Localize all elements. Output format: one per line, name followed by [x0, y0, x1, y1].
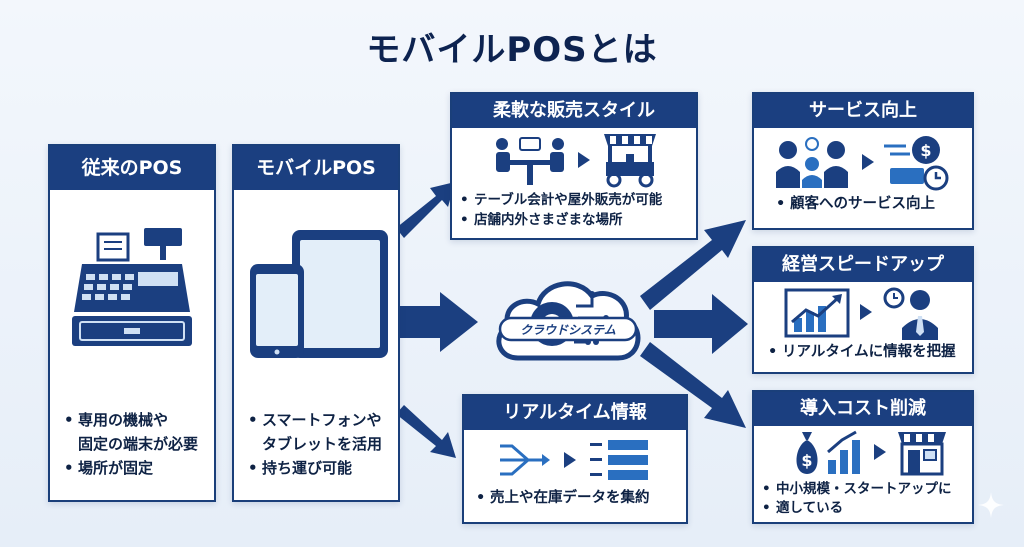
chevron-right-icon [860, 304, 872, 320]
mobile-pos-points: スマートフォンや タブレットを活用 持ち運び可能 [248, 408, 390, 480]
list-item-continuation: 適している [762, 499, 964, 518]
list-item: 店舗内外さまざまな場所 [460, 210, 688, 230]
service-up-points: 顧客へのサービス向上 [754, 194, 972, 215]
service-up-heading: サービス向上 [754, 94, 972, 128]
money-bag-icon: $ [796, 432, 818, 474]
list-item: テーブル会計や屋外販売が可能 [460, 190, 688, 210]
chevron-right-icon [874, 444, 886, 460]
page-title: モバイルPOSとは [366, 30, 658, 70]
list-item: 売上や在庫データを集約 [476, 488, 678, 509]
mobile-pos-heading: モバイルPOS [234, 146, 398, 190]
manager-icon [883, 287, 938, 340]
arrow-to-realtime [396, 405, 456, 458]
svg-text:$: $ [801, 451, 812, 470]
arrow-to-flexible [396, 182, 455, 238]
cost-down-panel: 導入コスト削減 $ 中小規模・スタートアップに 適している [752, 390, 974, 524]
list-item: 場所が固定 [64, 456, 206, 480]
cost-down-points: 中小規模・スタートアップに 適している [754, 480, 972, 518]
bar-growth-icon [827, 430, 860, 474]
chevron-right-icon [564, 452, 576, 468]
arrow-to-cloud [398, 292, 478, 352]
mobile-pos-panel: モバイルPOS スマートフォンや タブレットを活用 持ち運び可能 [232, 144, 400, 502]
list-item: リアルタイムに情報を把握 [768, 342, 964, 363]
list-item: 中小規模・スタートアップに [762, 480, 964, 499]
phone-tablet-icon [250, 230, 388, 358]
list-item: 持ち運び可能 [248, 456, 390, 480]
table-checkout-icon [496, 137, 564, 185]
cloud-icon [496, 281, 641, 361]
legacy-pos-points: 専用の機械や 固定の端末が必要 場所が固定 [64, 408, 206, 480]
customers-icon [776, 137, 848, 188]
cloud-system: クラウドシステム [488, 266, 648, 374]
arrow-to-cost [640, 342, 746, 428]
shop-icon [898, 432, 946, 476]
sparkle-icon [978, 492, 1004, 518]
arrow-to-service [640, 220, 746, 310]
list-item: 固定の端末が必要 [78, 435, 199, 453]
food-cart-icon [604, 134, 656, 188]
arrow-to-speed [654, 294, 748, 354]
realtime-info-points: 売上や在庫データを集約 [464, 488, 686, 509]
realtime-info-heading: リアルタイム情報 [464, 396, 686, 430]
realtime-info-panel: リアルタイム情報 売上や在庫データを集約 [462, 394, 688, 524]
flexible-sales-heading: 柔軟な販売スタイル [452, 94, 696, 128]
list-item: 顧客へのサービス向上 [776, 194, 964, 215]
svg-text:$: $ [920, 141, 931, 160]
list-item: 専用の機械や [64, 408, 206, 432]
legacy-pos-heading: 従来のPOS [50, 146, 214, 190]
flexible-sales-panel: 柔軟な販売スタイル テーブル会計や屋外販売が可能 店舗内外さまざまな場所 [450, 92, 698, 240]
cash-register-icon [72, 228, 192, 346]
data-flow-icon [500, 444, 550, 476]
speed-up-points: リアルタイムに情報を把握 [754, 342, 972, 363]
flexible-sales-points: テーブル会計や屋外販売が可能 店舗内外さまざまな場所 [452, 190, 696, 230]
list-item: タブレットを活用 [262, 435, 383, 453]
database-icon [590, 440, 648, 480]
fast-payment-icon: $ [884, 136, 949, 191]
speed-up-heading: 経営スピードアップ [754, 248, 972, 282]
cloud-label: クラウドシステム [520, 323, 616, 337]
speed-up-panel: 経営スピードアップ リアルタイムに情報を把握 [752, 246, 974, 374]
legacy-pos-panel: 従来のPOS 専用の機械や 固定の端末が必要 場所が固定 [48, 144, 216, 502]
chevron-right-icon [862, 154, 874, 170]
cost-down-heading: 導入コスト削減 [754, 392, 972, 426]
chevron-right-icon [578, 152, 590, 168]
service-up-panel: サービス向上 $ 顧客へのサービス向上 [752, 92, 974, 230]
list-item: スマートフォンや [248, 408, 390, 432]
growth-chart-icon [784, 288, 850, 338]
